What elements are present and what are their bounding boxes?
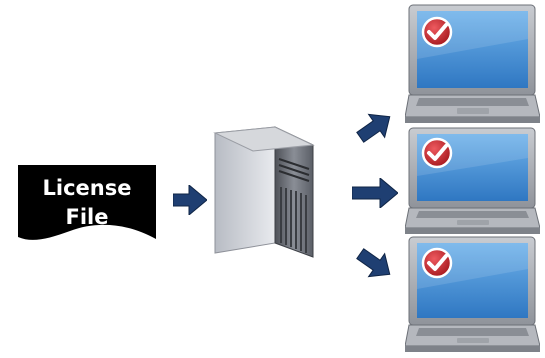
license-file-icon: [18, 165, 156, 240]
license-file-label: License File: [18, 174, 156, 232]
license-label-line1: License: [42, 176, 132, 200]
server-tower-icon: [213, 126, 315, 258]
laptop-icon: [405, 236, 540, 352]
arrow-icon: [352, 178, 398, 208]
arrow-icon: [173, 185, 207, 215]
check-badge-icon: [421, 137, 453, 169]
arrow-icon: [356, 113, 391, 143]
license-label-line2: File: [65, 205, 109, 229]
laptop-icon: [405, 4, 540, 123]
license-file-document: License File: [18, 165, 156, 245]
laptop-icon: [405, 127, 540, 234]
check-badge-icon: [421, 247, 453, 279]
arrow-icon: [356, 248, 391, 278]
check-badge-icon: [421, 16, 453, 48]
